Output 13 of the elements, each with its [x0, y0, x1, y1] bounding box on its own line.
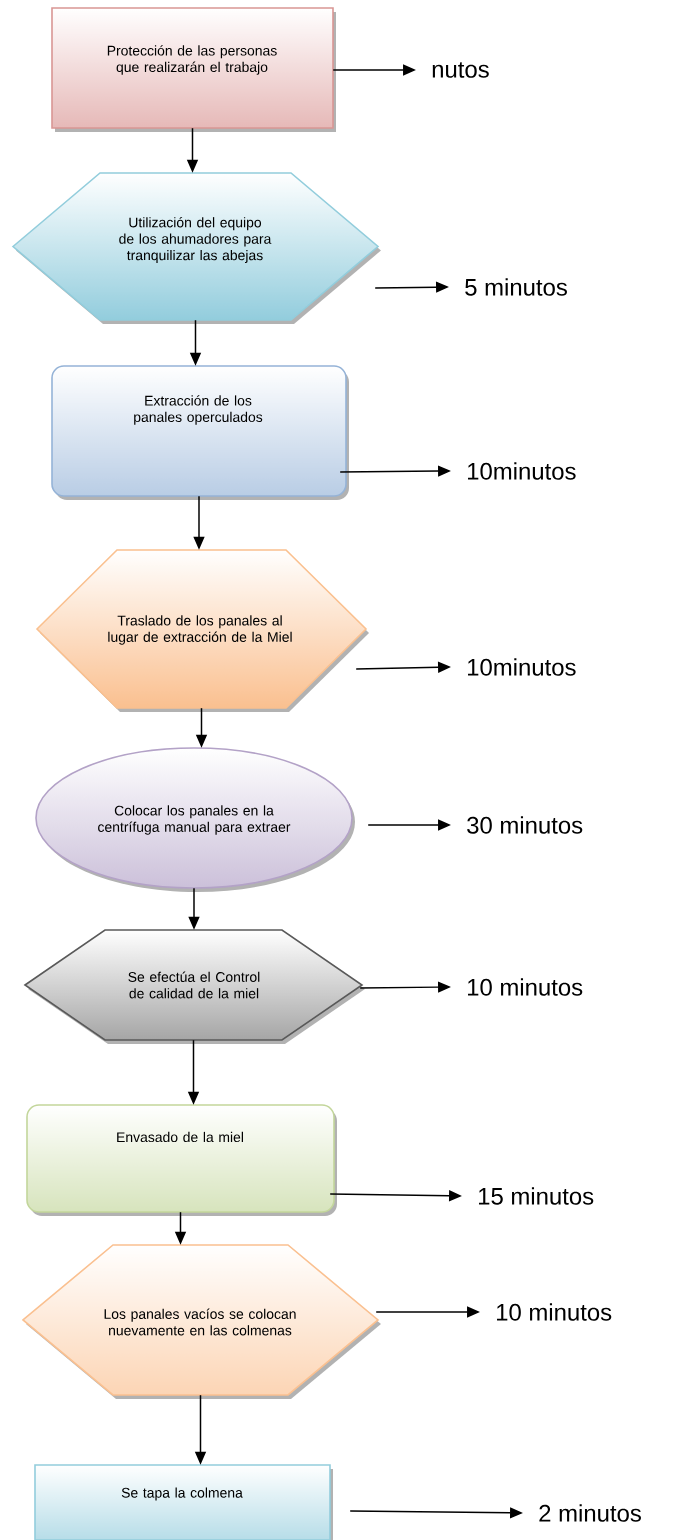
duration-label: 10minutos	[468, 658, 576, 676]
duration-label: 2 minutos	[539, 1504, 641, 1522]
process-box: Extracción de los panales operculados	[51, 365, 349, 500]
process-box: Protección de las personas que realizarán el trabajo	[51, 7, 336, 132]
duration-label: 15 minutos	[479, 1187, 594, 1205]
duration-label: 10 minutos	[497, 1303, 612, 1321]
duration-label: 30 minutos	[467, 816, 583, 834]
process-box: Se tapa la colmena	[34, 1464, 333, 1540]
duration-label: 10minutos	[468, 462, 576, 480]
duration-label: 5 minutos	[465, 278, 567, 296]
duration-label: 10 minutos	[468, 978, 583, 996]
duration-label: nutos	[432, 62, 489, 78]
process-box: Envasado de la miel	[26, 1104, 337, 1216]
